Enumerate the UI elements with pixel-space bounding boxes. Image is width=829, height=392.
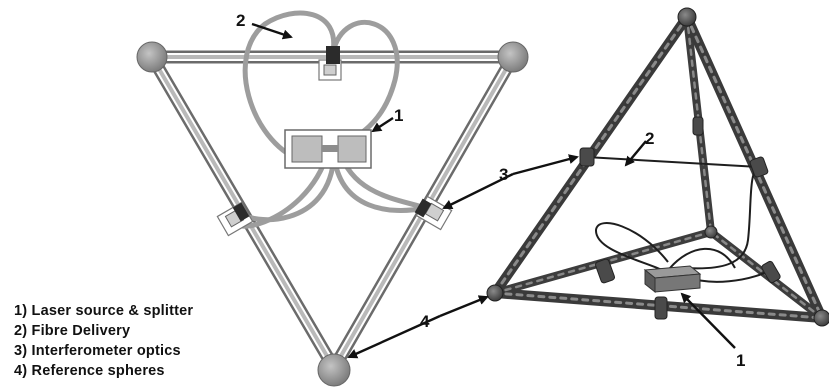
left-sphere-top-right	[497, 41, 529, 73]
right-sphere-back	[704, 225, 718, 239]
right-sphere-top	[677, 7, 697, 27]
right-laser-splitter	[643, 265, 702, 294]
legend-item-laser: 1) Laser source & splitter	[14, 303, 193, 319]
callout-label-interferometer: 3	[499, 165, 508, 184]
legend: 1) Laser source & splitter 2) Fibre Deli…	[14, 303, 193, 379]
left-sphere-top-left	[136, 41, 168, 73]
legend-item-spheres: 4) Reference spheres	[14, 363, 165, 379]
right-optic-blocks	[579, 116, 781, 320]
left-right-optic	[414, 195, 453, 231]
callout-arrows	[251, 22, 736, 359]
legend-item-fibre: 2) Fibre Delivery	[14, 323, 130, 339]
left-top-optic	[318, 46, 342, 81]
callout-label-fibre-right: 2	[645, 129, 654, 148]
right-sphere-left	[486, 284, 504, 302]
left-left-optic	[216, 201, 254, 237]
callout-label-sphere: 4	[420, 312, 430, 331]
callout-label-laser-right: 1	[736, 351, 745, 370]
callout-label-laser-left: 1	[394, 106, 403, 125]
left-sphere-bottom	[317, 353, 351, 387]
right-sphere-right	[813, 309, 829, 327]
left-laser-splitter	[284, 129, 372, 169]
callout-label-fibre-left: 2	[236, 11, 245, 30]
left-triangle-frame	[145, 50, 520, 375]
legend-item-interferometer: 3) Interferometer optics	[14, 343, 181, 359]
